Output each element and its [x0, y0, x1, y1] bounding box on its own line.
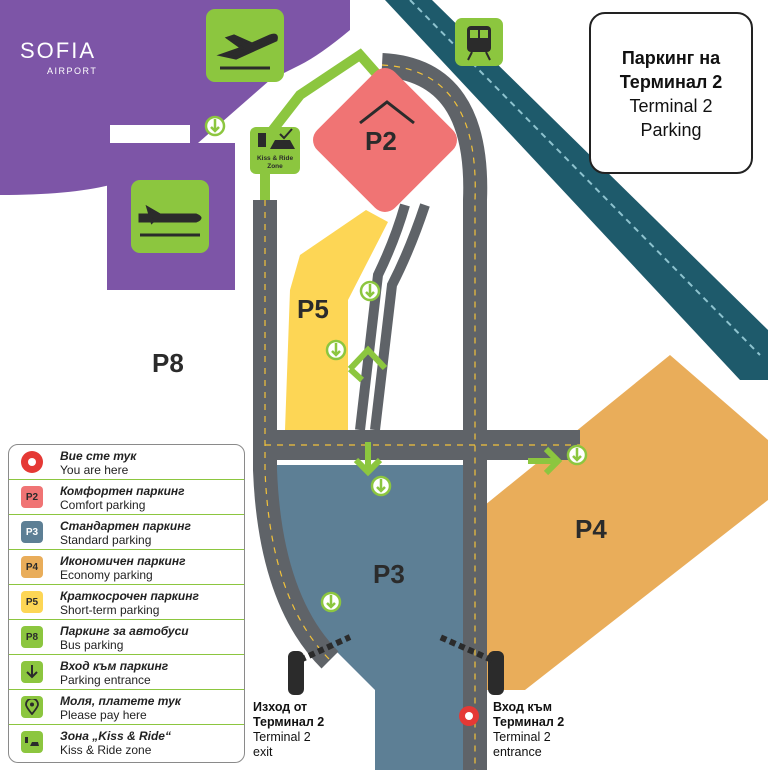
- entrance-barrier: [438, 634, 504, 695]
- plane-arrival-icon: [138, 204, 202, 237]
- p8-symbol: P8: [21, 626, 43, 648]
- legend-p2-en: Comfort parking: [60, 498, 146, 512]
- legend-kiss-ride-en: Kiss & Ride zone: [60, 743, 152, 757]
- exit-bg-line2: Терминал 2: [253, 715, 325, 729]
- legend-p8: P8 Паркинг за автобуси Bus parking: [9, 620, 244, 655]
- legend-p4: P4 Икономичен паркинг Economy parking: [9, 550, 244, 585]
- zone-p4: [485, 355, 768, 690]
- exit-barrier: [288, 634, 352, 695]
- legend-p4-en: Economy parking: [60, 568, 153, 582]
- legend-p5-en: Short-term parking: [60, 603, 160, 617]
- entrance-arrows: [347, 345, 563, 477]
- title-box: Паркинг на Терминал 2 Terminal 2 Parking: [589, 12, 753, 174]
- zone-p3: [275, 465, 465, 770]
- train-icon: [467, 26, 491, 61]
- legend-p5: P5 Краткосрочен паркинг Short-term parki…: [9, 585, 244, 620]
- legend-p8-en: Bus parking: [60, 638, 124, 652]
- title-bg-line1: Паркинг на: [621, 48, 721, 68]
- legend-you-are-here-en: You are here: [60, 463, 129, 477]
- you-are-here-marker-center: [465, 712, 473, 720]
- legend-p2: P2 Комфортен паркинг Comfort parking: [9, 480, 244, 515]
- title-en-line1: Terminal 2: [629, 96, 713, 116]
- legend: Вие сте тук You are here P2 Комфортен па…: [8, 444, 245, 763]
- arrow-p5-left: [347, 345, 388, 383]
- title-en-line2: Parking: [640, 120, 702, 140]
- you-are-here-icon: [21, 451, 43, 473]
- legend-p3-en: Standard parking: [60, 533, 152, 547]
- p2-symbol: P2: [21, 486, 43, 508]
- legend-p5-bg: Краткосрочен паркинг: [60, 589, 199, 603]
- entrance-bg-line2: Терминал 2: [493, 715, 565, 729]
- road-network: [253, 53, 580, 770]
- entrance-label: Вход към Терминал 2 Terminal 2 entrance: [493, 700, 564, 760]
- zone-p2-label: P2: [365, 126, 397, 156]
- legend-p8-bg: Паркинг за автобуси: [60, 624, 189, 638]
- kiss-ride-legend-icon: [21, 731, 43, 753]
- legend-entrance-en: Parking entrance: [60, 673, 151, 687]
- title-bg-line2: Терминал 2: [619, 72, 723, 92]
- legend-pay: Моля, платете тук Please pay here: [9, 690, 244, 725]
- pay-here-markers: [204, 115, 588, 613]
- kiss-ride-icon: [258, 128, 295, 149]
- zone-p5-label: P5: [297, 294, 329, 324]
- entrance-en-line1: Terminal 2: [493, 730, 551, 744]
- logo-brand: SOFIA: [20, 38, 96, 63]
- legend-p2-bg: Комфортен паркинг: [60, 484, 185, 498]
- zone-p2: [313, 68, 457, 212]
- legend-pay-bg: Моля, платете тук: [60, 694, 181, 708]
- arrow-down-icon: [21, 661, 43, 683]
- zone-p8-label: P8: [152, 348, 184, 378]
- legend-entrance-bg: Вход към паркинг: [60, 659, 169, 673]
- entrance-bg-line1: Вход към: [493, 700, 552, 714]
- legend-p4-bg: Икономичен паркинг: [60, 554, 186, 568]
- entrance-en-line2: entrance: [493, 745, 542, 759]
- arrow-p4-right: [528, 446, 563, 476]
- zone-p5: [285, 210, 388, 430]
- legend-you-are-here-bg: Вие сте тук: [60, 449, 137, 463]
- zone-p3-label: P3: [373, 559, 405, 589]
- railway-track: [385, 0, 768, 380]
- legend-pay-en: Please pay here: [60, 708, 147, 722]
- exit-label: Изход от Терминал 2 Terminal 2 exit: [253, 700, 324, 760]
- exit-en-line2: exit: [253, 745, 273, 759]
- exit-bg-line1: Изход от: [253, 700, 308, 714]
- legend-kiss-ride: Зона „Kiss & Ride“ Kiss & Ride zone: [9, 725, 244, 759]
- plane-departure-icon: [216, 33, 278, 70]
- garage-roof-icon: [359, 100, 415, 125]
- legend-p3-bg: Стандартен паркинг: [60, 519, 191, 533]
- p5-symbol: P5: [21, 591, 43, 613]
- kiss-ride-sign-line2: Zone: [267, 163, 283, 170]
- exit-en-line1: Terminal 2: [253, 730, 311, 744]
- legend-p3: P3 Стандартен паркинг Standard parking: [9, 515, 244, 550]
- kiss-ride-sign-line1: Kiss & Ride: [257, 155, 294, 162]
- legend-entrance: Вход към паркинг Parking entrance: [9, 655, 244, 690]
- logo-sub: AIRPORT: [47, 66, 97, 76]
- legend-kiss-ride-bg: Зона „Kiss & Ride“: [60, 729, 171, 743]
- arrow-p3-down: [353, 442, 383, 477]
- legend-you-are-here: Вие сте тук You are here: [9, 445, 244, 480]
- p4-symbol: P4: [21, 556, 43, 578]
- pay-here-icon: [21, 696, 43, 718]
- p3-symbol: P3: [21, 521, 43, 543]
- zone-p4-label: P4: [575, 514, 607, 544]
